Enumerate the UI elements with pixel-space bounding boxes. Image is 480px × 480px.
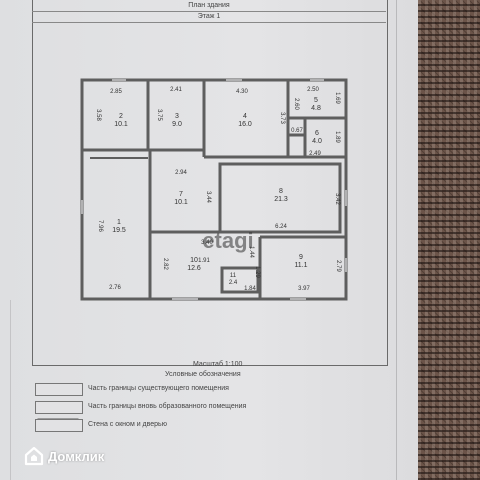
legend-item-wall: Стена с окном и дверью bbox=[88, 421, 167, 428]
dim-label: 1.84 bbox=[244, 286, 256, 292]
legend-item-new: Часть границы вновь образованного помеще… bbox=[88, 403, 247, 410]
room-10-number: 10 bbox=[190, 257, 198, 264]
watermark: etagi bbox=[202, 228, 253, 253]
dim-label: 3.42 bbox=[334, 193, 340, 205]
room-11-area: 2.4 bbox=[229, 280, 238, 286]
dim-label: 1.29 bbox=[254, 266, 260, 278]
dim-label: 3.75 bbox=[156, 109, 162, 121]
outer-wall bbox=[80, 78, 348, 301]
dim-label: 6.24 bbox=[275, 224, 287, 230]
dim-label: 1.89 bbox=[334, 131, 340, 143]
legend-row-box bbox=[35, 401, 83, 414]
dim-label: 7.96 bbox=[97, 220, 103, 232]
floor-label: Этаж 1 bbox=[197, 13, 221, 20]
room-9-area: 11.1 bbox=[294, 262, 307, 269]
header-divider bbox=[32, 11, 386, 12]
room-2-number: 2 bbox=[119, 113, 123, 120]
document-title: План здания bbox=[188, 2, 230, 9]
dim-label: 3.73 bbox=[279, 112, 285, 124]
dim-label: 1.44 bbox=[248, 246, 254, 258]
dim-label: 0.67 bbox=[291, 128, 303, 134]
room-9-number: 9 bbox=[299, 254, 303, 261]
dim-label: 2.94 bbox=[175, 170, 187, 176]
dim-label: 1.91 bbox=[198, 258, 210, 264]
room-4-area: 16.0 bbox=[238, 121, 252, 128]
dim-label: 2.82 bbox=[162, 258, 168, 270]
scale-label: Масштаб 1:100 bbox=[193, 361, 243, 368]
room-4-number: 4 bbox=[243, 113, 247, 120]
room-1-number: 1 bbox=[117, 219, 121, 226]
dim-label: 2.85 bbox=[110, 89, 122, 95]
sheet-fold bbox=[10, 300, 11, 480]
room-5-number: 5 bbox=[314, 97, 318, 104]
dim-label: 2.79 bbox=[335, 260, 341, 272]
legend-row-box bbox=[35, 419, 83, 432]
dim-label: 2.41 bbox=[170, 87, 182, 93]
room-7-area: 10.1 bbox=[174, 199, 188, 206]
header-divider-2 bbox=[32, 22, 386, 23]
dim-label: 2.76 bbox=[109, 285, 121, 291]
legend-item-existing: Часть границы существующего помещения bbox=[88, 385, 229, 392]
legend-row-box bbox=[35, 383, 83, 396]
room-1-area: 19.5 bbox=[112, 227, 126, 234]
dim-label: 3.97 bbox=[298, 286, 310, 292]
domklik-house-icon bbox=[24, 446, 44, 466]
room-8-number: 8 bbox=[279, 188, 283, 195]
background-fabric bbox=[418, 0, 480, 480]
legend-title: Условные обозначения bbox=[165, 371, 241, 378]
room-3-area: 9.0 bbox=[172, 121, 182, 128]
dim-label: 2.60 bbox=[293, 98, 299, 110]
room-2-area: 10.1 bbox=[114, 121, 128, 128]
domklik-brand-text: Домклик bbox=[48, 448, 105, 464]
room-8-area: 21.3 bbox=[274, 196, 288, 203]
room-7-number: 7 bbox=[179, 191, 183, 198]
dim-label: 2.50 bbox=[307, 87, 319, 93]
sheet-edge bbox=[396, 0, 397, 480]
dim-label: 2.49 bbox=[309, 151, 321, 157]
dim-label: 4.30 bbox=[236, 89, 248, 95]
room-10-area: 12.6 bbox=[187, 265, 201, 272]
room-3-number: 3 bbox=[175, 113, 179, 120]
dim-label: 1.69 bbox=[334, 92, 340, 104]
room-6-area: 4.0 bbox=[312, 138, 322, 145]
room-5-area: 4.8 bbox=[311, 105, 321, 112]
domklik-logo: Домклик bbox=[24, 446, 104, 466]
drawing-frame bbox=[32, 0, 388, 366]
room-11-number: 11 bbox=[230, 273, 237, 279]
room-6-number: 6 bbox=[315, 130, 319, 137]
dim-label: 3.58 bbox=[95, 109, 101, 121]
dim-label: 3.44 bbox=[205, 191, 211, 203]
dim-label: 3.40 bbox=[201, 240, 213, 246]
